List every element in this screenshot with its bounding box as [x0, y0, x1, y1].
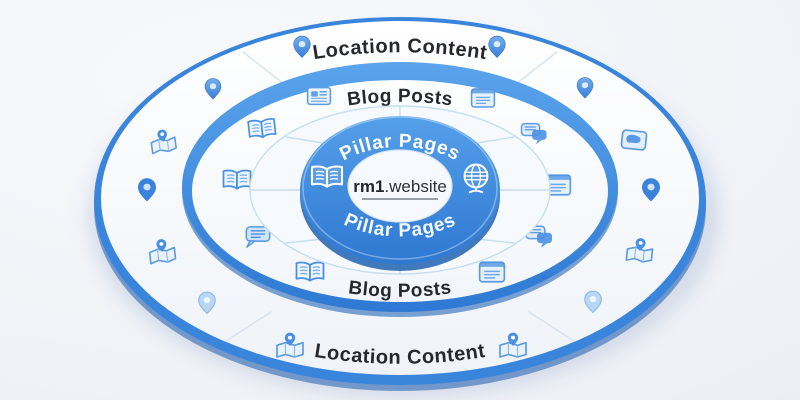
- framed-map-icon: [620, 128, 648, 152]
- center-hub: [347, 149, 453, 223]
- note-icon: [470, 88, 496, 108]
- outer-ring-dividers: [225, 51, 575, 342]
- inner-ring-pillar: Pillar Pages Pillar Pages rm1.website: [300, 116, 500, 271]
- note-icon: [478, 261, 506, 283]
- open-book-icon: [222, 169, 252, 190]
- blog-label-bottom: Blog Posts: [347, 277, 452, 302]
- center-domain-text: rm1.website: [353, 177, 447, 196]
- open-book-icon: [295, 261, 325, 282]
- news-article-icon: [306, 86, 332, 106]
- donut-highlight: [302, 116, 498, 260]
- open-book-icon: [310, 165, 344, 188]
